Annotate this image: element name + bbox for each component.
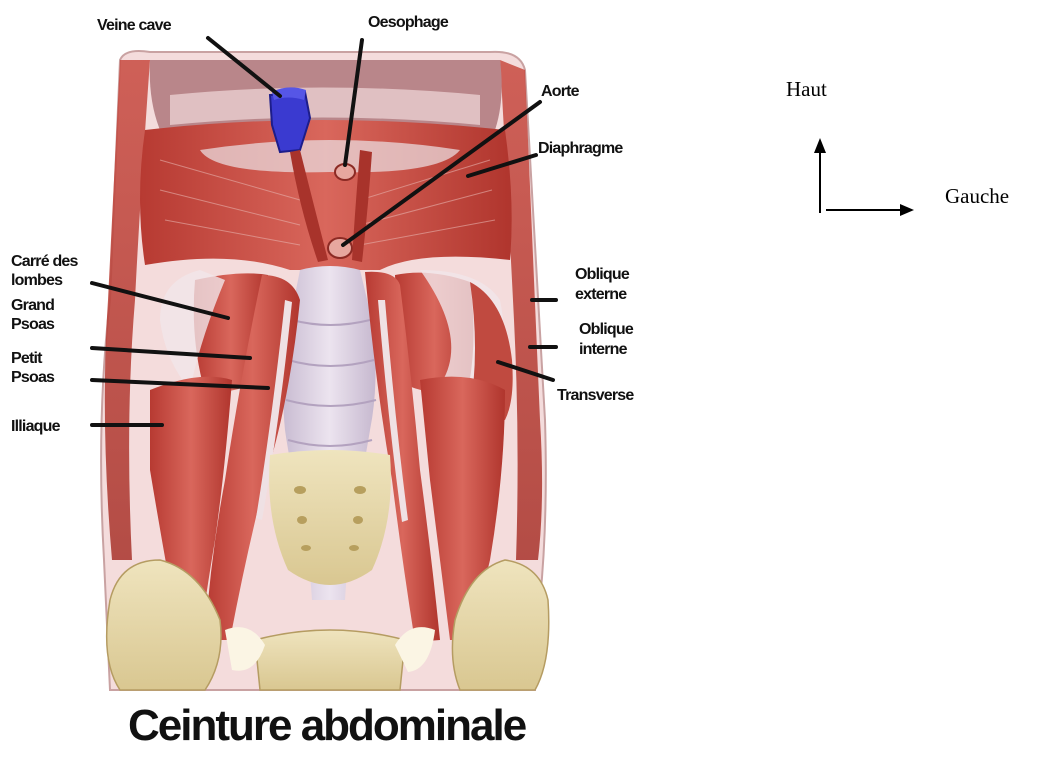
orientation-left-arrowhead — [900, 204, 914, 216]
label-oblique-interne-line2: interne — [579, 341, 628, 358]
label-petit-psoas-line1: Petit — [11, 350, 43, 367]
label-transverse: Transverse — [557, 387, 634, 404]
label-veine-cave: Veine cave — [97, 17, 172, 34]
orientation-up-label: Haut — [786, 77, 827, 101]
label-petit-psoas-line2: Psoas — [11, 369, 55, 386]
label-grand-psoas-line2: Psoas — [11, 316, 55, 333]
label-oesophage: Oesophage — [368, 14, 449, 31]
sacrum — [269, 450, 391, 585]
label-oblique-interne-line1: Oblique — [579, 321, 634, 338]
label-carre-des-lombes-line1: Carré des — [11, 253, 79, 270]
label-grand-psoas-line1: Grand — [11, 297, 54, 314]
orientation-up-arrowhead — [814, 138, 826, 153]
orientation-indicator: Haut Gauche — [786, 77, 1009, 216]
label-illiaque: Illiaque — [11, 418, 61, 435]
pubic-symphysis — [255, 630, 405, 690]
label-diaphragme: Diaphragme — [538, 140, 623, 157]
label-oblique-externe-line1: Oblique — [575, 266, 630, 283]
label-aorte: Aorte — [541, 83, 580, 100]
label-carre-des-lombes-line2: lombes — [11, 272, 63, 289]
orientation-left-label: Gauche — [945, 184, 1009, 208]
figure-title: Ceinture abdominale — [128, 701, 526, 750]
label-oblique-externe-line2: externe — [575, 286, 627, 303]
